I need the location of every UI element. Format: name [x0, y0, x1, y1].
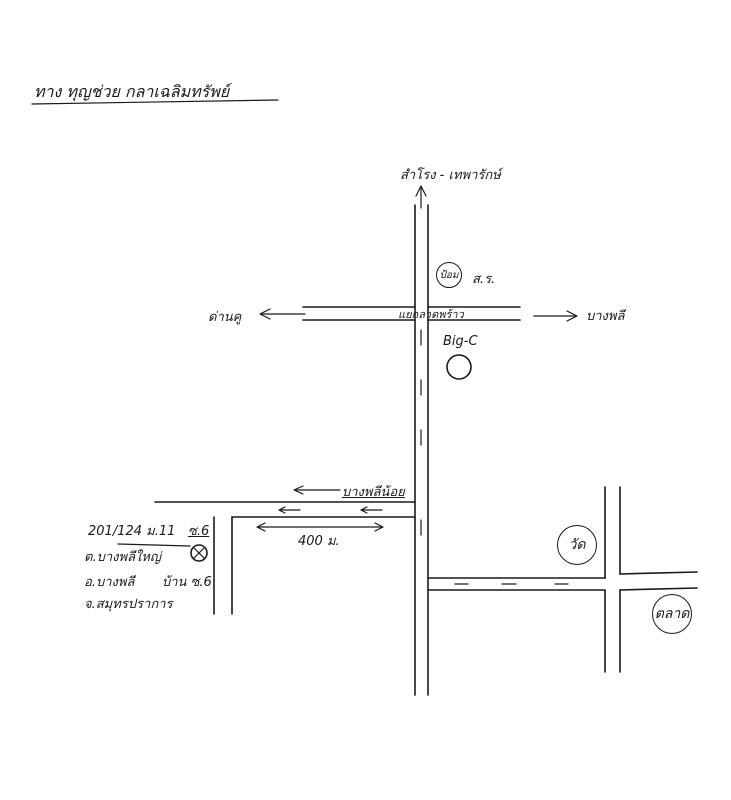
- house-marker-circle: [190, 544, 208, 562]
- market-marker: ตลาด: [652, 594, 692, 634]
- east-road-south-edge: [427, 587, 698, 591]
- police-label: ส.ร.: [472, 272, 496, 287]
- header-underline: [31, 99, 279, 105]
- x-in-circle-icon: [193, 547, 205, 559]
- side-road-label: บางพลีน้อย: [342, 485, 405, 500]
- side-road-lane-arrow-1: [278, 506, 301, 514]
- west-arrow-head: [259, 308, 271, 320]
- east-road-north-edge: [427, 571, 698, 579]
- distance-label: 400 ม.: [298, 534, 340, 549]
- temple-marker: วัด: [557, 525, 597, 565]
- distance-arrow-heads: [256, 522, 384, 532]
- side-road-arrow-head: [293, 485, 304, 495]
- address-line-1: 201/124 ม.11: [88, 524, 176, 539]
- bigc-circle: [446, 354, 472, 380]
- map-title: ทาง ทุญช่วย กลาเฉลิมทรัพย์: [34, 82, 230, 101]
- address-line-4: จ.สมุทรปราการ: [84, 597, 173, 612]
- east-arrow-head: [566, 310, 578, 322]
- cross-road-label: แยกลาดพร้าว: [398, 308, 464, 321]
- address-soi: ซ.6: [188, 524, 210, 539]
- address-house-soi: บ้าน ซ.6: [162, 575, 212, 590]
- side-road-lane-arrow-2: [360, 506, 383, 514]
- north-arrow-head: [415, 185, 427, 197]
- address-line-2: ต.บางพลีใหญ่: [84, 550, 162, 565]
- east-destination-label: บางพลี: [586, 309, 625, 324]
- house-pointer-line: [117, 543, 191, 547]
- address-line-3: อ.บางพลี: [84, 575, 135, 590]
- north-destination-label: สำโรง - เทพารักษ์: [400, 168, 501, 183]
- west-destination-label: ด่านคู: [208, 310, 242, 325]
- police-box-marker: ป้อม: [436, 262, 462, 288]
- bigc-label: Big-C: [443, 334, 478, 349]
